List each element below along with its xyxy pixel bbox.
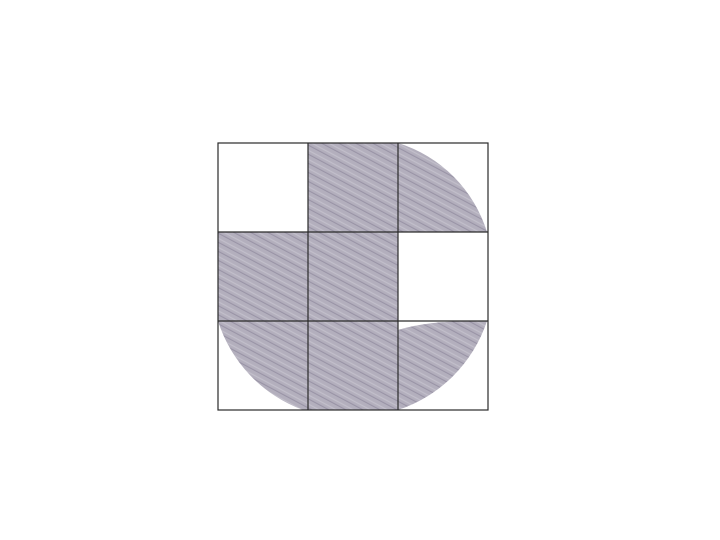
shade-cell-r2-c2 xyxy=(398,320,487,410)
shade-cell-r1-c1 xyxy=(308,232,398,321)
shade-cell-r2-c0 xyxy=(218,321,308,410)
shade-cell-r0-c1 xyxy=(308,143,398,232)
shade-cell-r0-c2 xyxy=(398,143,487,232)
shade-cell-r1-c0 xyxy=(218,232,308,321)
grid-outer-border xyxy=(217,142,489,411)
shade-cell-r2-c1 xyxy=(308,321,398,410)
